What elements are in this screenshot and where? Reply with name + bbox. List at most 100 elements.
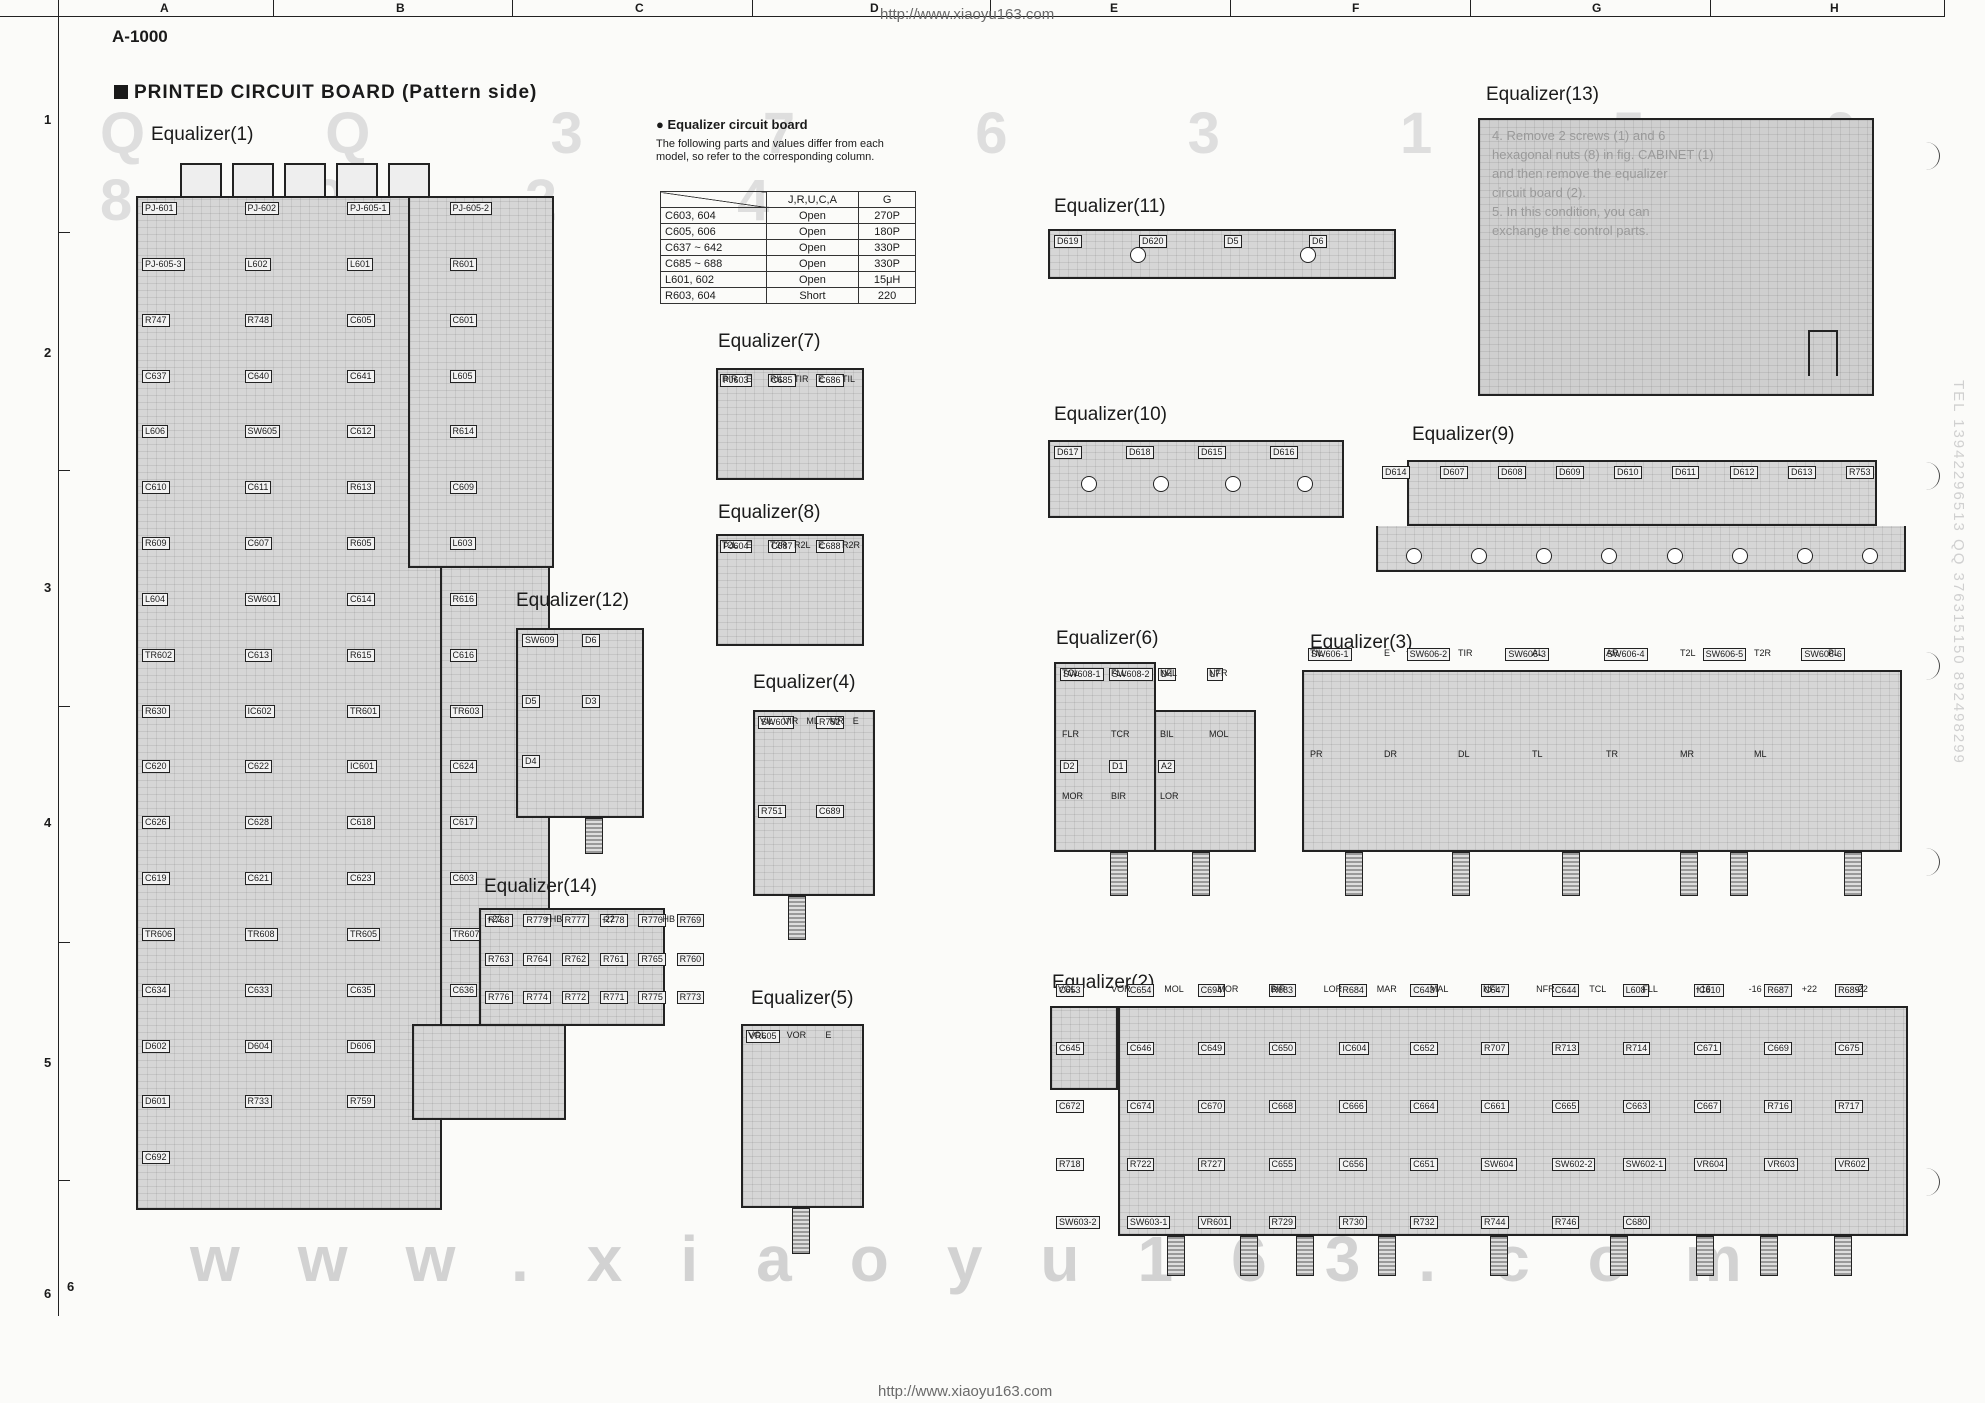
- component-label: D1: [1109, 760, 1127, 773]
- component-label: C663: [1622, 1100, 1651, 1113]
- potentiometer-shaft-icon: [1610, 1236, 1628, 1276]
- led-mount-icon: [1862, 548, 1879, 564]
- terminal-label: +22: [487, 914, 503, 924]
- terminal-label: TIL: [842, 374, 856, 384]
- terminal-label: T2L: [1680, 648, 1696, 658]
- terminal-label: T2R: [1754, 648, 1772, 658]
- terminal-label: ML: [1754, 749, 1767, 759]
- component-label: C620: [142, 760, 170, 774]
- led-mount-icon: [1536, 548, 1553, 564]
- led-mount-icon: [1601, 548, 1618, 564]
- component-label: R751: [758, 805, 786, 818]
- terminal-label: E: [1384, 648, 1391, 658]
- board-eq14-lower: [412, 1024, 566, 1120]
- led-mount-icon: [1225, 476, 1241, 492]
- terminal-label: RIL: [770, 374, 785, 384]
- component-label: R616: [449, 592, 478, 606]
- component-label: C692: [142, 1151, 170, 1165]
- component-label: D5: [522, 694, 540, 708]
- component-label: C671: [1693, 1042, 1722, 1055]
- jack-connector: [336, 163, 378, 199]
- table-header: J,R,U,C,A: [765, 191, 860, 208]
- component-label: TR605: [347, 927, 381, 941]
- component-label: R752: [816, 716, 844, 729]
- component-label: R683: [1268, 984, 1297, 997]
- component-label: C637: [142, 369, 170, 383]
- binder-mark: [1925, 462, 1940, 490]
- component-label: C655: [1268, 1158, 1297, 1171]
- component-label: C661: [1481, 1100, 1509, 1113]
- terminal-label: NFL: [1160, 668, 1178, 678]
- component-label: C680: [1622, 1216, 1651, 1229]
- terminal-label: ML: [806, 716, 819, 726]
- eq13-overlay-text: 4. Remove 2 screws (1) and 6 hexagonal n…: [1492, 126, 1862, 240]
- table-cell: 330P: [858, 255, 916, 272]
- board-label-eq9: Equalizer(9): [1412, 424, 1515, 445]
- row-number: 5: [44, 1055, 52, 1070]
- board-eq12: [516, 628, 644, 818]
- component-label: SW606-1: [1308, 648, 1352, 661]
- column-letter: H: [1830, 1, 1839, 15]
- board-eq8: [716, 534, 864, 646]
- component-label: L606: [142, 425, 169, 439]
- terminal-label: -22: [602, 914, 616, 924]
- terminal-label: VOR: [1111, 984, 1131, 994]
- component-label: R614: [449, 425, 478, 439]
- component-label: D608: [1498, 466, 1526, 479]
- component-label: R763: [485, 952, 513, 966]
- component-label: C617: [449, 816, 478, 830]
- component-label: R769: [676, 914, 705, 927]
- component-label: TR601: [347, 704, 381, 718]
- terminal-label: E: [746, 540, 753, 550]
- component-label: R713: [1551, 1042, 1580, 1055]
- component-label: C652: [1410, 1042, 1438, 1055]
- component-label: PJ604: [720, 540, 752, 553]
- table-header: G: [858, 191, 916, 208]
- page-title: PRINTED CIRCUIT BOARD (Pattern side): [114, 82, 537, 104]
- component-label: R733: [244, 1095, 273, 1109]
- component-label: C613: [244, 648, 273, 662]
- component-label: VR605: [746, 1030, 780, 1043]
- component-label: C609: [449, 481, 478, 495]
- terminal-label: BIR: [1111, 790, 1127, 801]
- component-label: D6: [582, 634, 600, 647]
- switch-shaft-icon: [1110, 852, 1128, 896]
- component-label: L605: [449, 369, 476, 383]
- component-label: D601: [142, 1095, 170, 1109]
- board-eq9-lower: [1376, 526, 1906, 572]
- component-label: SW603-1: [1126, 1216, 1171, 1229]
- led-mount-icon: [1797, 548, 1814, 564]
- row-tick: [58, 706, 70, 707]
- terminal-label: TIR: [794, 374, 809, 384]
- component-label: R764: [523, 952, 551, 966]
- terminal-label: LOR: [1323, 984, 1343, 994]
- potentiometer-shaft-icon: [1296, 1236, 1314, 1276]
- terminal-label: R2R: [842, 540, 861, 550]
- component-label: TR608: [244, 927, 278, 941]
- component-label: C675: [1835, 1042, 1863, 1055]
- component-label: C650: [1268, 1042, 1297, 1055]
- component-label: C694: [1197, 984, 1226, 997]
- row-tick: [58, 942, 70, 943]
- component-label: R615: [347, 648, 375, 662]
- component-label: R778: [600, 914, 628, 927]
- terminal-label: TCL: [1062, 668, 1080, 678]
- board-label-eq10: Equalizer(10): [1054, 404, 1167, 425]
- component-label: C635: [347, 983, 375, 997]
- board-eq5: [741, 1024, 864, 1208]
- table-cell: 270P: [858, 207, 916, 224]
- bullet-square-icon: [114, 85, 128, 99]
- terminal-label: MR: [829, 716, 844, 726]
- board-label-eq7: Equalizer(7): [718, 331, 821, 352]
- page-title-text: PRINTED CIRCUIT BOARD (Pattern side): [134, 82, 538, 103]
- component-label: IC610: [1693, 984, 1724, 997]
- component-label: D613: [1788, 466, 1816, 479]
- terminal-label: TCL: [1589, 984, 1607, 994]
- component-label: D614: [1382, 466, 1410, 479]
- table-cell: 330P: [858, 239, 916, 256]
- component-label: D4: [1158, 668, 1176, 681]
- component-label: R707: [1481, 1042, 1509, 1055]
